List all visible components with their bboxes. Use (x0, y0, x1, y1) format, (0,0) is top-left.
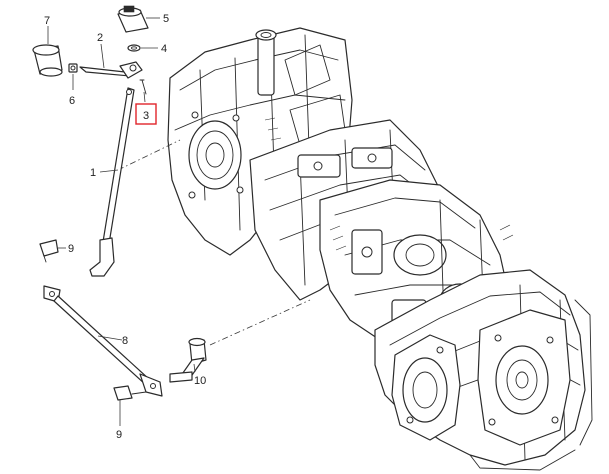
callout-5[interactable]: 5 (163, 13, 169, 25)
callout-10[interactable]: 10 (194, 375, 206, 387)
callout-6[interactable]: 6 (69, 95, 75, 107)
part-8-link-rod (43, 285, 163, 397)
callout-2[interactable]: 2 (97, 32, 103, 44)
part-1-rod (89, 87, 135, 277)
part-7-cap (32, 44, 63, 77)
part-5-knob (117, 5, 149, 33)
part-10-bell-crank (169, 337, 207, 383)
part-3-pin (139, 79, 147, 95)
part-4-washer (127, 44, 141, 52)
callout-4[interactable]: 4 (161, 43, 167, 55)
part-9-clip-upper (39, 239, 59, 263)
callout-3-highlight-box (135, 103, 157, 125)
callout-1[interactable]: 1 (90, 167, 96, 179)
callout-3[interactable]: 3 (143, 110, 149, 122)
callout-7[interactable]: 7 (44, 15, 50, 27)
part-6-nut (68, 63, 78, 73)
part-2-linkage (79, 61, 143, 79)
centerline-lever-to-housing (209, 299, 311, 346)
callout-8[interactable]: 8 (122, 335, 128, 347)
leader-lines (47, 17, 196, 426)
callout-9-lower[interactable]: 9 (116, 429, 122, 441)
transmission-housing (167, 27, 593, 471)
centerline-rod-to-housing (117, 139, 181, 171)
part-9-clip-lower (113, 385, 147, 401)
callout-9-upper[interactable]: 9 (68, 243, 74, 255)
